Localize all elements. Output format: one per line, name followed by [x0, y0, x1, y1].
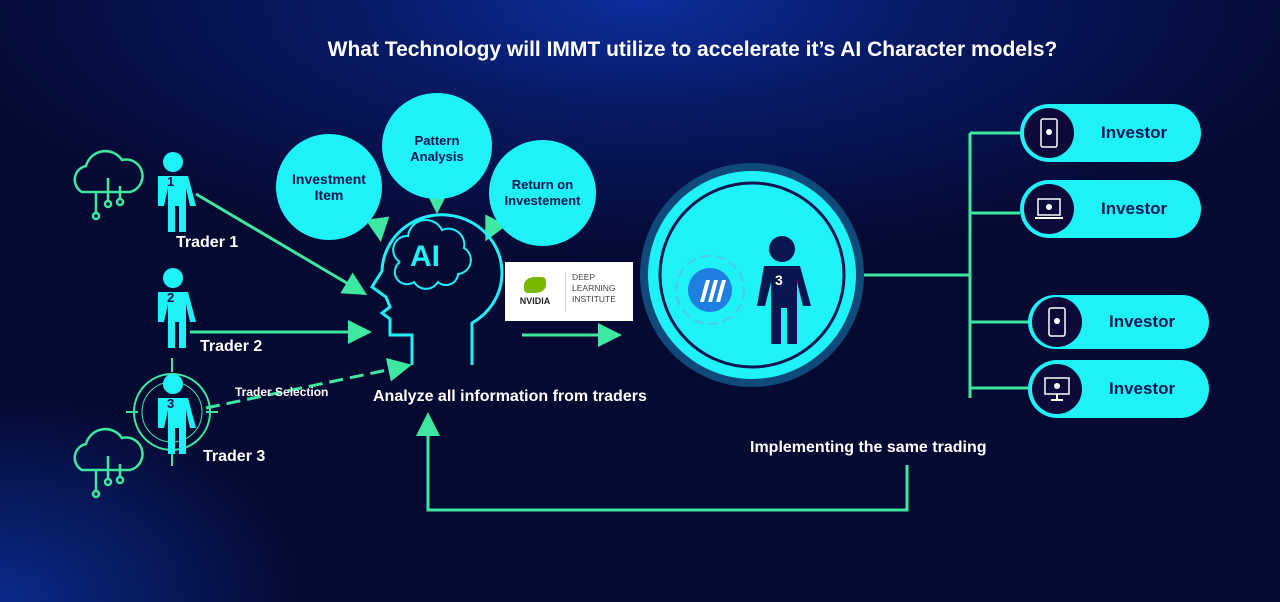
trader-selection-label: Trader Selection [235, 385, 329, 399]
trader-2-label: Trader 2 [200, 338, 263, 355]
investor-label: Investor [1109, 312, 1176, 331]
investor-card: Investor [1020, 180, 1201, 238]
laptop-icon [1024, 184, 1074, 234]
nvidia-line3: INSTITUTE [572, 293, 616, 304]
factor-investment-item: Investment Item [276, 134, 382, 240]
nvidia-dli-logo: NVIDIA DEEP LEARNING INSTITUTE [505, 262, 633, 321]
factor-return-on-investment: Return on Investement [489, 140, 596, 246]
investor-card: Investor [1028, 295, 1209, 349]
selected-trader-person-icon [757, 236, 811, 344]
feedback-arrow [416, 412, 909, 512]
ai-label: AI [410, 240, 440, 273]
ai-head-icon [369, 213, 504, 365]
investor-label: Investor [1101, 123, 1168, 142]
smartphone-icon [1032, 297, 1082, 347]
trader1-arrow [195, 192, 368, 296]
analyze-label: Analyze all information from traders [373, 388, 647, 405]
trader-3-person-icon [158, 374, 196, 454]
factor-pattern-analysis: Pattern Analysis [382, 93, 492, 199]
investor-card: Investor [1020, 104, 1201, 162]
trader3-dashed-arrow [205, 357, 412, 410]
investor-card: Investor [1028, 360, 1209, 418]
page-title: What Technology will IMMT utilize to acc… [327, 38, 1058, 61]
immt-logo-icon [675, 255, 745, 325]
nvidia-brand: NVIDIA [519, 296, 551, 306]
nvidia-eye-icon [524, 277, 546, 293]
implementing-label: Implementing the same trading [750, 439, 987, 456]
selected-trader-number: 3 [775, 272, 783, 288]
investor-label: Investor [1101, 199, 1168, 218]
trader-1-person-icon [158, 152, 196, 232]
smartphone-icon [1024, 108, 1074, 158]
investor-label: Investor [1109, 379, 1176, 398]
nvidia-line2: LEARNING [572, 282, 616, 293]
trader-1-label: Trader 1 [176, 234, 239, 251]
trader-3-label: Trader 3 [203, 448, 266, 465]
cloud-circuit-icon [73, 427, 144, 499]
cloud-circuit-icon [73, 149, 144, 221]
desktop-icon [1032, 364, 1082, 414]
trader-1-number: 1 [167, 174, 175, 189]
nvidia-line1: DEEP [572, 271, 596, 282]
trader-2-person-icon [158, 268, 196, 348]
trader-3-number: 3 [167, 396, 175, 411]
trader-2-number: 2 [167, 290, 175, 305]
